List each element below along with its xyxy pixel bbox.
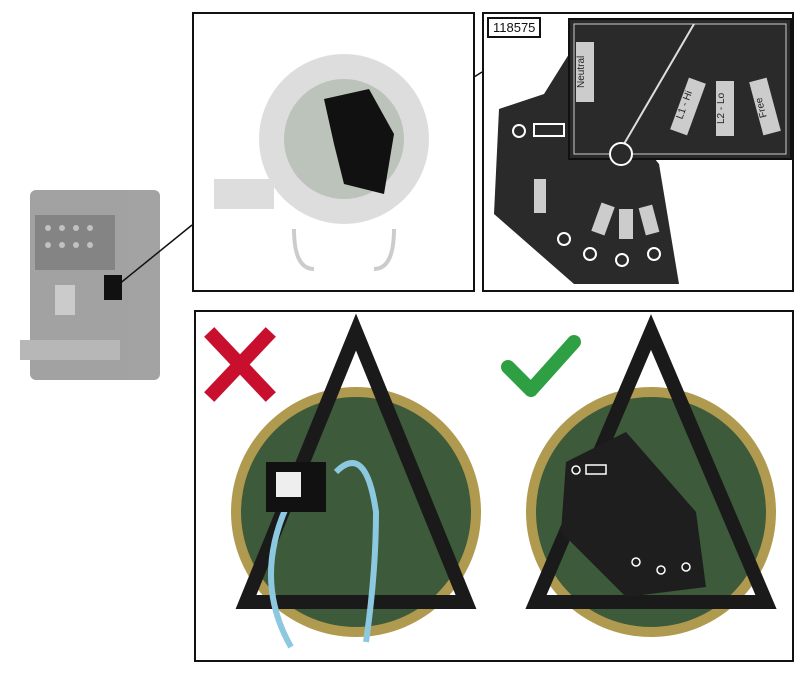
l2-lo-label: L2 - Lo xyxy=(716,81,734,136)
board-location-marker xyxy=(104,275,122,300)
cross-icon xyxy=(204,327,276,402)
incorrect-installation-image xyxy=(231,313,481,649)
board-detail-panel: 118575 Neutral L1 - Hi L2 - Lo Free xyxy=(482,12,794,292)
callout-line xyxy=(117,224,193,286)
comparison-images xyxy=(204,313,777,649)
check-icon xyxy=(501,335,581,397)
comparison-panel xyxy=(194,310,794,662)
part-number-label: 118575 xyxy=(487,17,542,38)
board-closeup-image xyxy=(494,18,792,284)
neutral-label: Neutral xyxy=(576,42,594,102)
heater-assembly-image xyxy=(214,54,429,271)
coffee-machine-image xyxy=(20,190,160,380)
assembly-overview-panel xyxy=(192,12,475,292)
correct-installation-image xyxy=(525,314,777,637)
